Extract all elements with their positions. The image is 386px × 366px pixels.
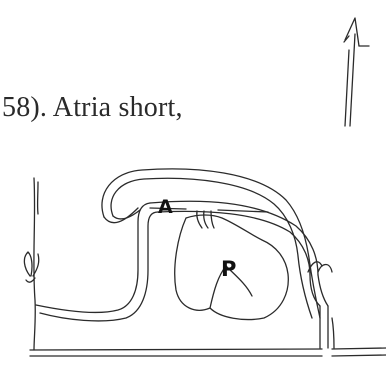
atrium-arch <box>102 169 320 318</box>
left-siphon <box>24 252 38 282</box>
body-text-line: 58). Atria short, <box>2 92 183 124</box>
pouch-label: P <box>221 257 236 281</box>
right-wall <box>332 318 334 348</box>
pouch-ducts <box>197 211 214 228</box>
atrium-label: A <box>158 196 173 218</box>
inflow-tube <box>36 203 158 321</box>
upper-right-sketch <box>344 18 369 126</box>
baseline <box>30 348 386 356</box>
left-wall <box>34 178 38 350</box>
